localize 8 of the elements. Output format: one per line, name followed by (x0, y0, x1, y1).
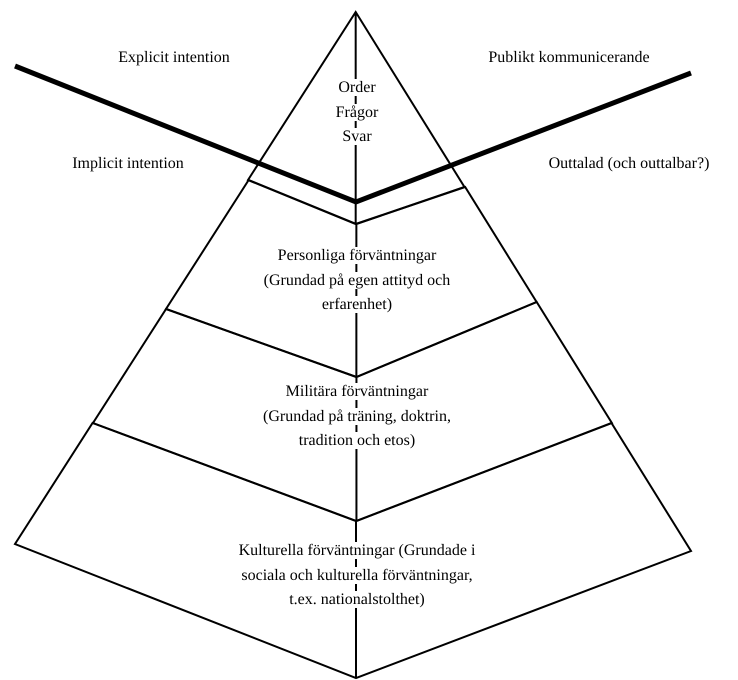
layer-text: Personliga förväntningar (Grundad på egen attityd och erfarenhet) (262, 246, 452, 315)
region-label: Explicit intention (118, 48, 230, 68)
layer-text: Militära förväntningar (Grundad på träning, doktrin, tradition och etos) (262, 382, 452, 451)
layer-text: Order Frågor Svar (334, 78, 380, 147)
region-label: Implicit intention (72, 154, 184, 174)
layer-text: Kulturella förväntningar (Grundade i sociala och kulturella förväntningar, t.ex. nationalstolthet) (238, 541, 476, 610)
region-label: Outtalad (och outtalbar?) (548, 154, 710, 174)
region-label: Publikt kommunicerande (488, 48, 650, 68)
